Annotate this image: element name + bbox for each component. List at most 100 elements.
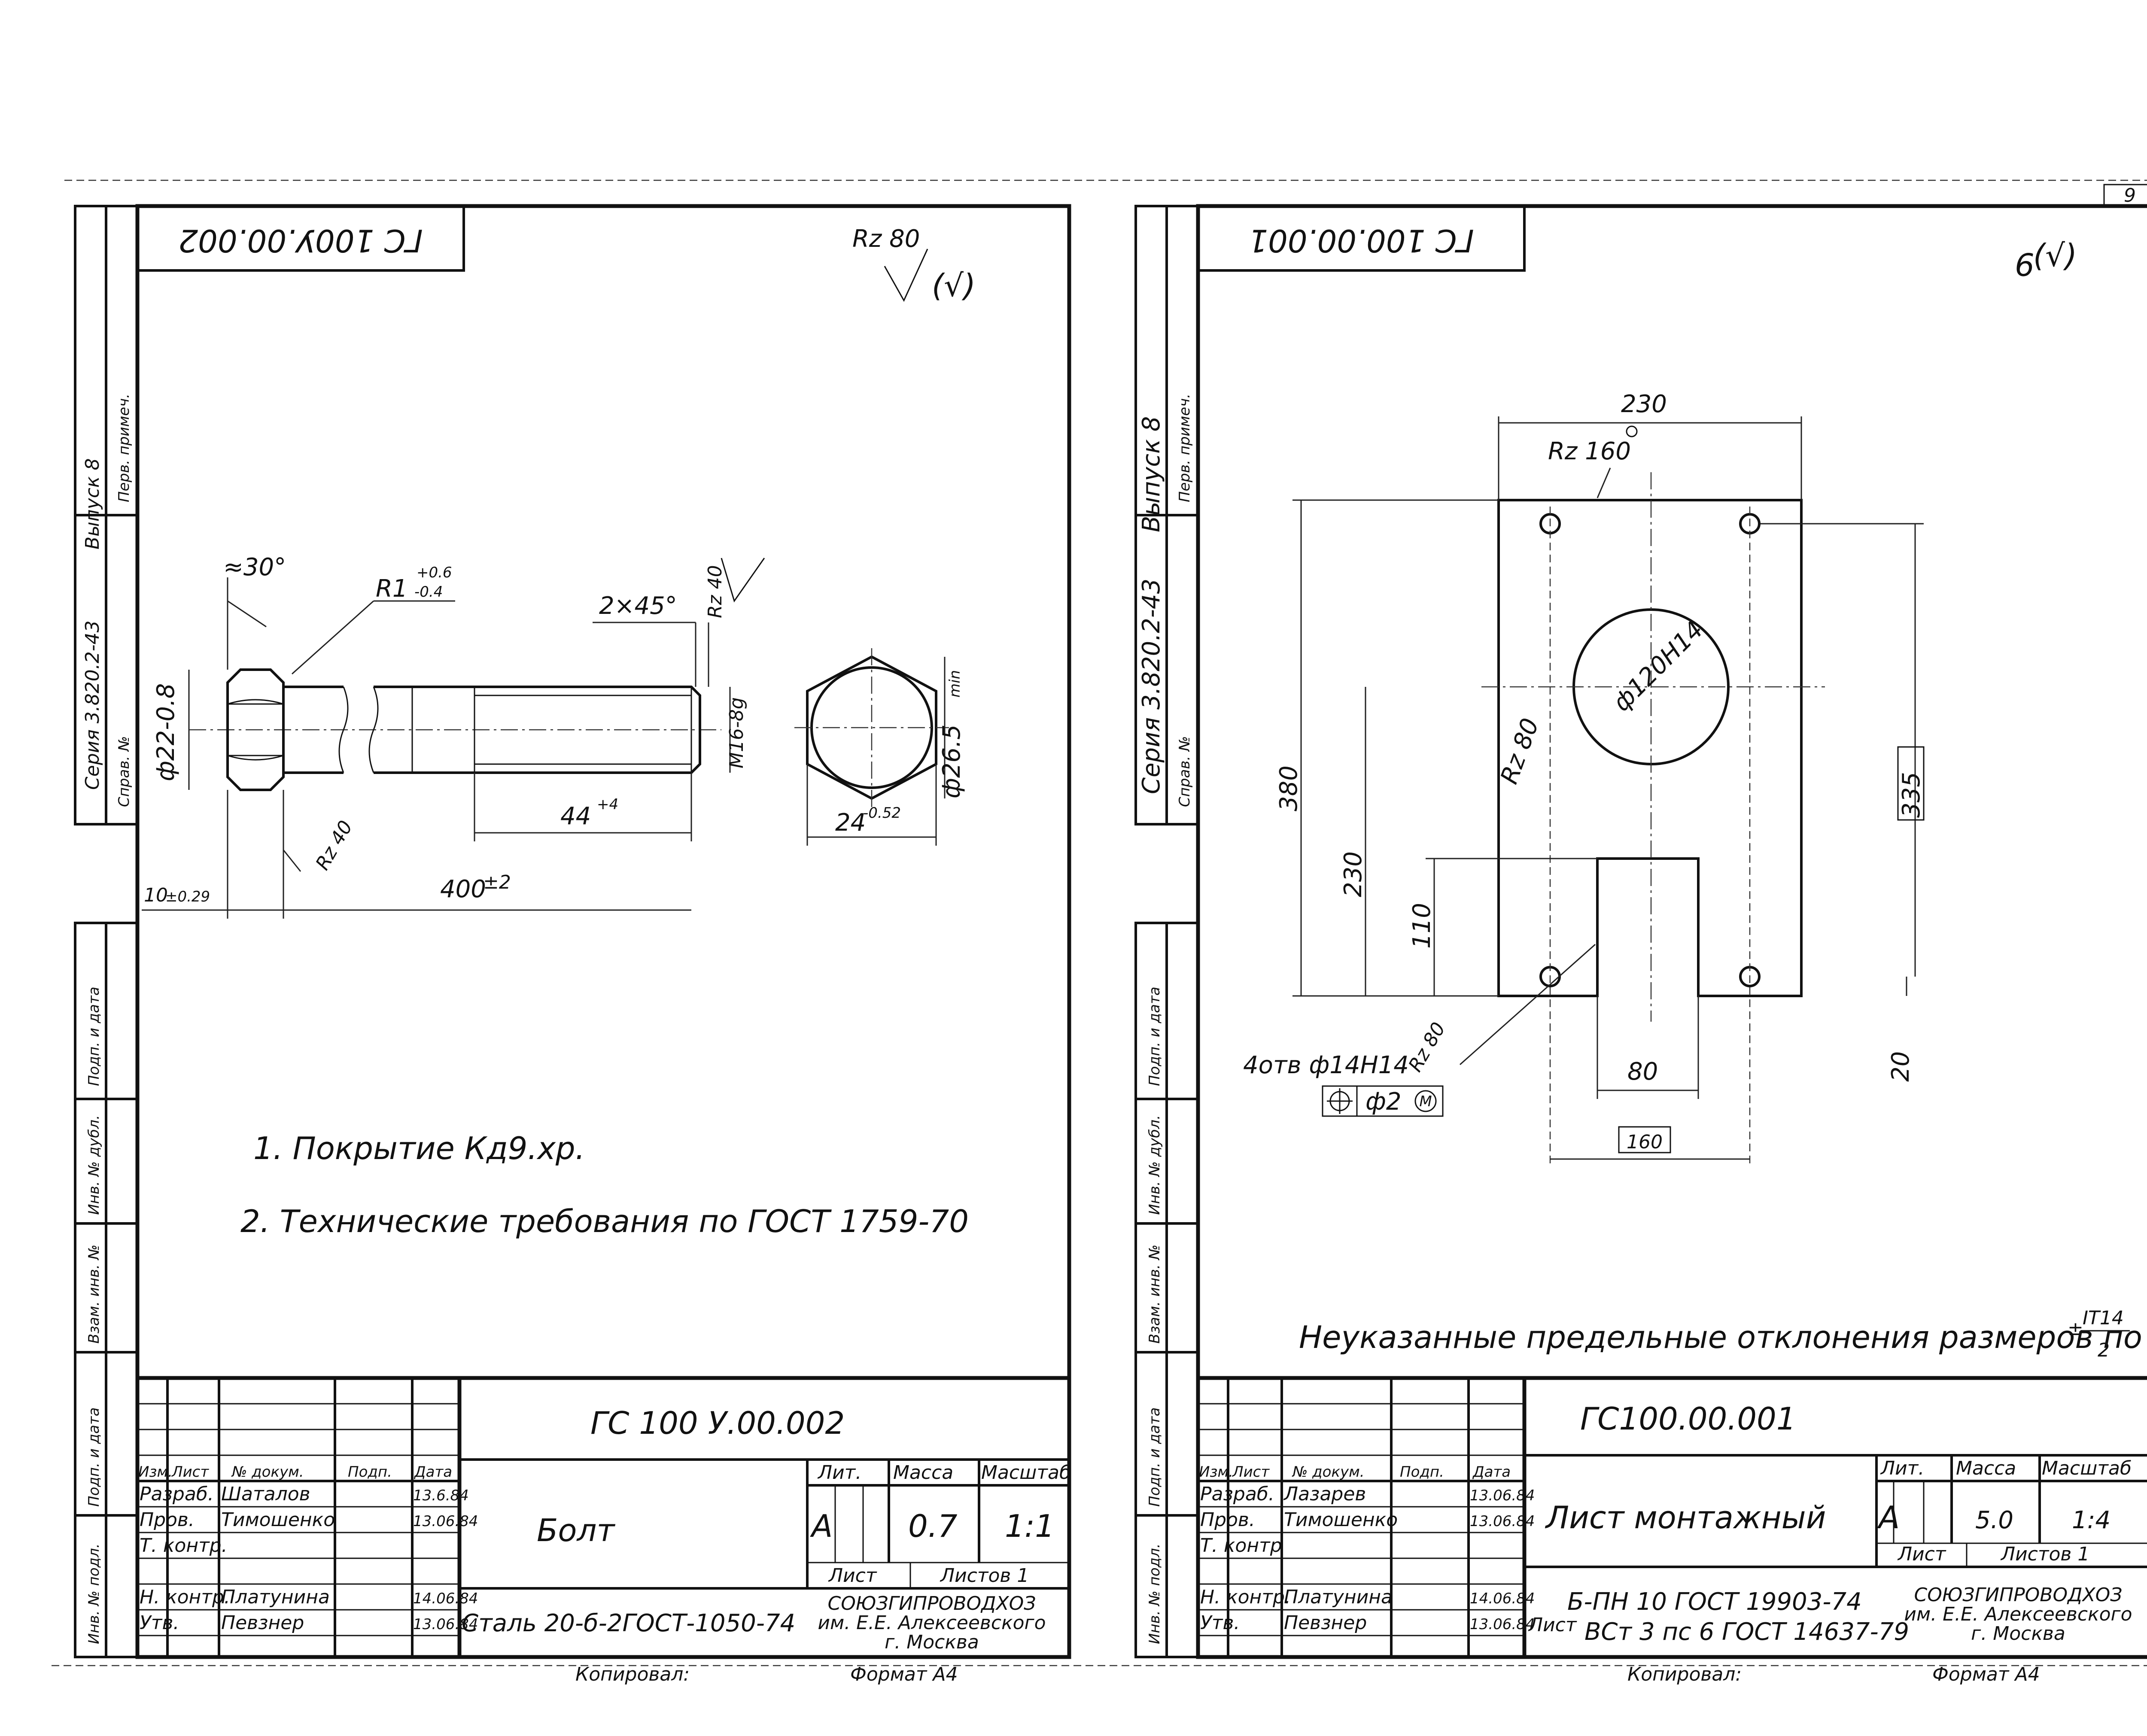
left-side-inv-podl: Инв. № подл. bbox=[85, 1543, 103, 1644]
svg-text:±0.29: ±0.29 bbox=[165, 888, 210, 905]
svg-text:+0.6: +0.6 bbox=[417, 564, 452, 581]
svg-text:Лист: Лист bbox=[1528, 1614, 1577, 1636]
svg-text:Справ. №: Справ. № bbox=[1176, 736, 1193, 807]
svg-text:№ докум.: № докум. bbox=[231, 1463, 304, 1481]
svg-text:Копировал:: Копировал: bbox=[575, 1663, 690, 1685]
left-tb-code: ГС 100 У.00.002 bbox=[590, 1405, 845, 1441]
left-note-2: 2. Технические требования по ГОСТ 1759-7… bbox=[240, 1203, 969, 1239]
right-side-series: Серия 3.820.2-43 bbox=[1137, 579, 1165, 794]
right-tb-row-name: Певзнер bbox=[1284, 1612, 1367, 1634]
left-tb-row-name: Шаталов bbox=[221, 1483, 310, 1505]
svg-text:±2: ±2 bbox=[483, 871, 511, 893]
right-tb-row-role: Разраб. bbox=[1200, 1483, 1274, 1505]
right-tb-row-date: 13.06.84 bbox=[1470, 1487, 1535, 1504]
svg-text:(√): (√) bbox=[2033, 237, 2077, 273]
dim-thread-length: 44 bbox=[560, 802, 591, 830]
svg-text:Подп. и дата: Подп. и дата bbox=[1146, 986, 1163, 1086]
dim-big-hole: ф120H14 bbox=[1608, 616, 1709, 717]
left-tb-row-role: Пров. bbox=[140, 1509, 195, 1531]
svg-text:Лист: Лист bbox=[171, 1463, 209, 1481]
right-tb-code: ГС100.00.001 bbox=[1580, 1401, 1796, 1437]
right-sheet-plate: Серия 3.820.2-43 Выпуск 8 Перв. примеч. … bbox=[1134, 204, 2147, 1685]
left-side-inv-dubl: Инв. № дубл. bbox=[85, 1115, 103, 1215]
svg-text:Формат А4: Формат А4 bbox=[850, 1663, 958, 1685]
right-tb-material-1: Б-ПН 10 ГОСТ 19903-74 bbox=[1567, 1588, 1862, 1616]
plate-view bbox=[1481, 472, 1825, 1168]
right-side-vypusk: Выпуск 8 bbox=[1137, 416, 1165, 532]
left-tb-lit: А bbox=[810, 1508, 833, 1544]
dim-right-height: 335 bbox=[1898, 772, 1925, 818]
left-tb-row-name: Певзнер bbox=[221, 1612, 304, 1634]
svg-text:±: ± bbox=[2068, 1318, 2083, 1340]
right-tb-row-date: 14.06.84 bbox=[1470, 1590, 1535, 1607]
svg-text:им. Е.Е. Алексеевского: им. Е.Е. Алексеевского bbox=[1904, 1603, 2132, 1625]
left-side-podp2: Подп. и дата bbox=[85, 1407, 103, 1507]
left-side-vzam: Взам. инв. № bbox=[85, 1244, 103, 1344]
right-frame bbox=[1196, 204, 2147, 1659]
dim-center-height: 230 bbox=[1339, 851, 1367, 897]
left-tb-name: Болт bbox=[537, 1512, 615, 1548]
left-title-block: Изм. Лист № докум. Подп. Дата Разраб.Шат… bbox=[137, 1376, 1071, 1685]
svg-text:Лист: Лист bbox=[1897, 1543, 1946, 1565]
dim-chamfer: 2×45° bbox=[599, 592, 677, 620]
right-title-block: Изм. Лист № докум. Подп. Дата Разраб.Лаз… bbox=[1198, 1376, 2147, 1685]
right-tb-row-name: Платунина bbox=[1284, 1586, 1393, 1608]
right-code-top: ГС 100.00.001 bbox=[1248, 222, 1474, 258]
dim-rz-small: Rz 80 bbox=[1404, 1019, 1450, 1076]
plate-dimensions: 230 Rz 160 ф120H14 Rz 80 380 230 110 335… bbox=[1243, 390, 1925, 1160]
right-roughness-corner: 9 bbox=[2015, 246, 2034, 282]
right-tb-row-role: Т. контр bbox=[1200, 1535, 1282, 1557]
dim-head-diameter: ф22-0.8 bbox=[152, 683, 180, 781]
svg-text:Изм.: Изм. bbox=[1199, 1463, 1233, 1481]
left-side-vypusk: Выпуск 8 bbox=[82, 458, 103, 549]
right-tb-row-name: Лазарев bbox=[1283, 1483, 1366, 1505]
left-tb-row-date: 13.06.84 bbox=[413, 1513, 478, 1530]
svg-text:Дата: Дата bbox=[1472, 1463, 1511, 1481]
dim-rz-head: Rz 40 bbox=[311, 817, 357, 874]
right-note-frac-num: IT14 bbox=[2083, 1307, 2124, 1329]
left-tb-massa: 0.7 bbox=[908, 1508, 958, 1544]
left-side-series: Серия 3.820.2-43 bbox=[82, 620, 103, 790]
svg-text:Масштаб: Масштаб bbox=[2042, 1457, 2132, 1479]
right-tb-row-name: Тимошенко bbox=[1284, 1509, 1398, 1531]
right-tb-lit: А bbox=[1877, 1499, 1900, 1536]
svg-text:Подп.: Подп. bbox=[348, 1463, 392, 1481]
dim-plate-width: 230 bbox=[1621, 390, 1667, 418]
right-code-box bbox=[1197, 205, 1526, 272]
right-tb-row-role: Пров. bbox=[1200, 1509, 1255, 1531]
svg-text:Подп. и дата: Подп. и дата bbox=[1146, 1407, 1163, 1507]
dim-slot-width: 80 bbox=[1627, 1058, 1658, 1086]
svg-text:им. Е.Е. Алексеевского: им. Е.Е. Алексеевского bbox=[818, 1612, 1046, 1634]
svg-text:-0.52: -0.52 bbox=[863, 804, 901, 822]
right-note-frac-den: 2 bbox=[2098, 1339, 2110, 1361]
plate-outline bbox=[1497, 499, 1803, 997]
position-tolerance-frame bbox=[1322, 1085, 1444, 1117]
right-tb-row-role: Утв. bbox=[1200, 1612, 1240, 1634]
svg-text:Копировал:: Копировал: bbox=[1627, 1663, 1742, 1685]
dim-slot-height: 110 bbox=[1408, 903, 1436, 949]
dim-angle: ≈30° bbox=[223, 553, 286, 581]
dim-thread: M16-8g bbox=[726, 697, 748, 768]
dim-rz-thread: Rz 40 bbox=[704, 565, 726, 618]
left-sheet-bolt: Серия 3.820.2-43 Выпуск 8 Перв. примеч. … bbox=[74, 204, 1071, 1685]
dim-holes: 4отв ф14H14 bbox=[1243, 1051, 1409, 1079]
dim-across-flats: 24 bbox=[835, 809, 866, 837]
right-tb-material-2: ВСт 3 пс 6 ГОСТ 14637-79 bbox=[1584, 1618, 1909, 1646]
left-tb-row-role: Н. контр. bbox=[140, 1586, 230, 1608]
dim-across-corners: ф26.5 bbox=[938, 724, 966, 798]
svg-text:Листов 1: Листов 1 bbox=[940, 1565, 1029, 1587]
dim-bottom-gap: 20 bbox=[1887, 1051, 1915, 1082]
right-tb-massa: 5.0 bbox=[1975, 1506, 2013, 1534]
bolt-shank-start bbox=[283, 686, 344, 774]
svg-text:Формат А4: Формат А4 bbox=[1932, 1663, 2040, 1685]
position-tolerance: ф2 bbox=[1365, 1088, 1402, 1116]
svg-text:+4: +4 bbox=[597, 796, 618, 813]
svg-text:Масштаб: Масштаб bbox=[981, 1462, 1071, 1484]
svg-text:г. Москва: г. Москва bbox=[885, 1631, 979, 1653]
dim-radius: R1 bbox=[376, 575, 408, 603]
right-tb-row-date: 13.06.84 bbox=[1470, 1616, 1535, 1633]
left-code-top: ГС 100У.00.002 bbox=[178, 222, 423, 258]
left-code-box bbox=[136, 205, 465, 272]
